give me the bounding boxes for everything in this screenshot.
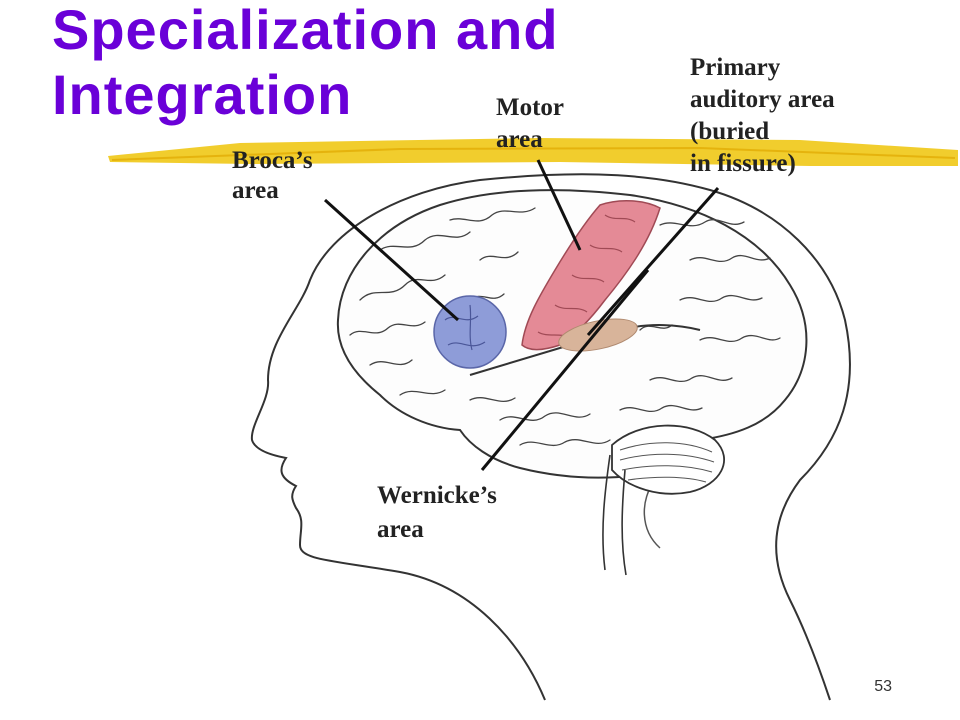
auditory-label: Primary auditory area (buried in fissure… [690, 54, 841, 177]
broca-area-folds [444, 304, 486, 351]
head-outline [250, 173, 851, 701]
cerebellum [611, 424, 725, 495]
wernicke-leader-line [480, 269, 650, 471]
page-number: 53 [874, 678, 892, 695]
highlighter-stroke [108, 138, 958, 166]
broca-leader-line [323, 198, 460, 322]
slide-title: Specialization and Integration [52, 0, 559, 126]
motor-leader-line [536, 159, 582, 251]
highlighter-edge [111, 146, 956, 161]
broca-label: Broca’s area [232, 147, 319, 204]
brainstem [602, 454, 627, 576]
cerebellum-folia [619, 442, 715, 483]
wernicke-label: Wernicke’s area [377, 482, 503, 543]
motor-label: Motor area [496, 94, 570, 153]
auditory-leader-line [586, 187, 720, 336]
brain-gyri [349, 207, 781, 447]
auditory-area-region [558, 318, 638, 352]
